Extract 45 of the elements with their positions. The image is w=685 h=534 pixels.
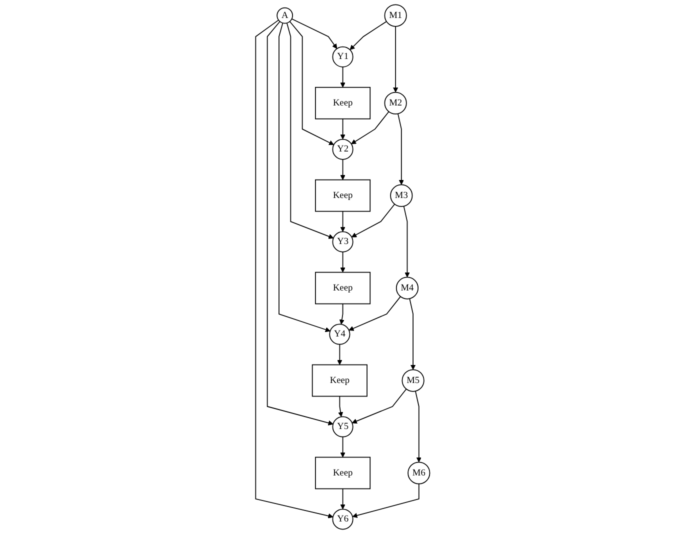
node-circle: M4 <box>396 276 418 300</box>
node-circle: Y3 <box>332 231 354 252</box>
node-box: Keep <box>314 86 370 120</box>
arrow <box>340 251 346 273</box>
arrow <box>336 344 342 366</box>
node-circle: Y1 <box>332 46 354 68</box>
node-box: Keep <box>314 179 370 212</box>
arrow <box>266 21 334 426</box>
node-circle: M2 <box>384 92 407 114</box>
arrow <box>340 118 346 140</box>
arrow <box>392 26 398 92</box>
node-box: Keep <box>312 364 368 397</box>
arrow <box>291 18 337 49</box>
arrow <box>351 204 395 238</box>
arrow <box>397 113 404 185</box>
arrow <box>340 488 346 510</box>
node-circle: A <box>276 7 293 24</box>
node-circle: M3 <box>390 184 412 207</box>
arrow <box>340 66 346 88</box>
arrow <box>289 21 334 146</box>
arrow <box>339 303 344 325</box>
arrow <box>340 158 346 180</box>
arrow <box>348 296 401 331</box>
arrow <box>278 22 330 332</box>
arrow <box>352 388 407 424</box>
arrow <box>414 390 422 462</box>
arrow <box>352 483 420 518</box>
arrow <box>403 206 410 278</box>
node-circle: Y2 <box>332 138 354 160</box>
node-circle: M5 <box>402 369 424 392</box>
node-circle: M6 <box>407 462 430 484</box>
node-circle: Y4 <box>328 324 350 345</box>
node-box: Keep <box>314 456 370 490</box>
arrow <box>408 298 416 370</box>
arrow <box>340 436 346 458</box>
node-box: Keep <box>314 272 370 304</box>
arrow <box>338 396 343 418</box>
arrow <box>286 22 334 239</box>
arrow <box>350 21 387 50</box>
node-circle: Y5 <box>332 416 354 438</box>
node-circle: M1 <box>384 4 407 27</box>
node-circle: Y6 <box>332 508 354 530</box>
arrow <box>350 111 390 144</box>
arrow <box>255 20 333 518</box>
arrow <box>340 210 346 232</box>
